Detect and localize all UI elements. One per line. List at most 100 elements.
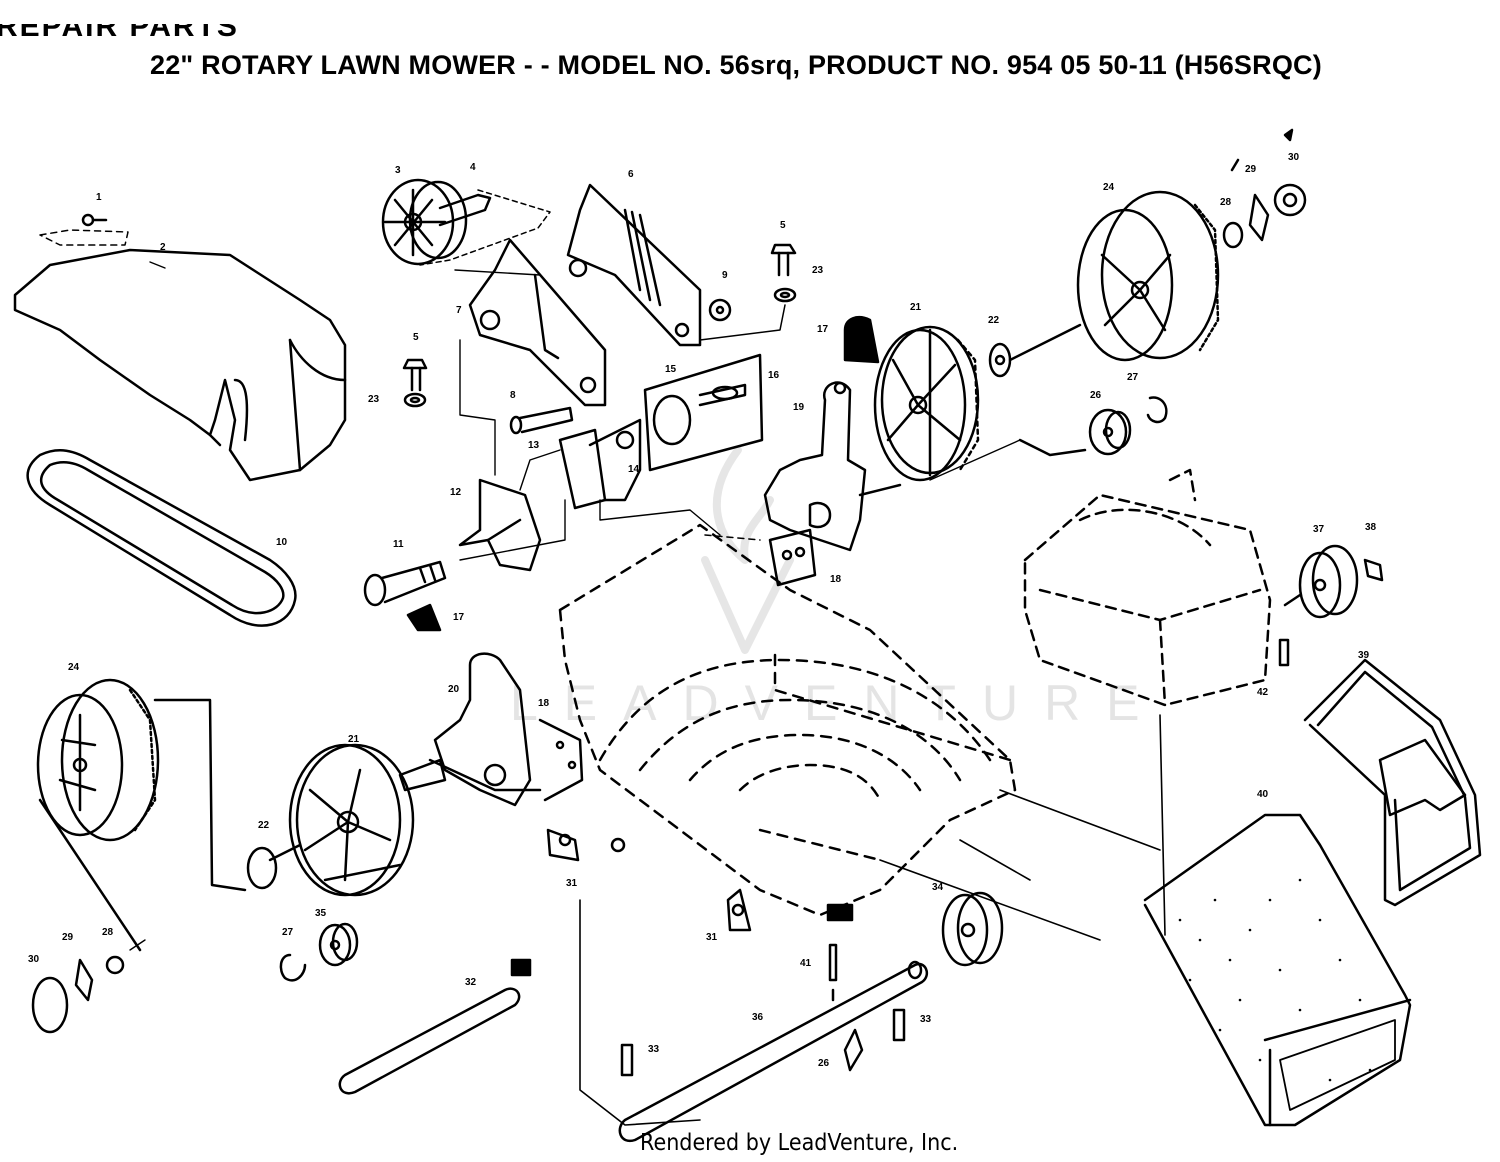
grass-catcher-stipple [1178,878,1372,1082]
part-label-23b: 23 [368,394,380,405]
part-label-2: 2 [160,242,166,253]
part-label-22b: 22 [258,820,270,831]
part-label-35: 35 [315,908,327,919]
part-label-24b: 24 [68,662,80,673]
grass-bag-cover [13,248,347,482]
part-label-26a: 26 [1090,390,1102,401]
part-label-28b: 28 [102,927,114,938]
clip-parts-31 [546,828,752,932]
part-label-30a: 30 [1288,152,1300,163]
part-label-11: 11 [393,539,404,550]
part-label-37: 37 [1313,524,1325,535]
axle-part-36 [618,960,929,1143]
part-label-42: 42 [1257,687,1269,698]
part-label-4: 4 [470,162,476,173]
gear-parts-26-27-right [1018,396,1168,457]
part-label-29a: 29 [1245,164,1257,175]
plate-parts-13-16 [558,353,764,510]
part-label-39: 39 [1358,650,1370,661]
pin-part-1 [39,213,129,246]
bracket-part-12 [458,478,542,572]
part-label-16: 16 [768,370,780,381]
part-label-29b: 29 [62,932,74,943]
nut-part-9 [708,298,732,322]
bolt-part-8 [509,406,574,435]
part-label-7: 7 [456,305,462,316]
part-label-41: 41 [800,958,812,969]
bolt-parts-5-23-right [699,243,797,341]
part-label-24a: 24 [1103,182,1115,193]
wheel-part-34 [941,891,1004,967]
engine [1023,468,1272,707]
handle-frame-part-39 [1303,658,1482,907]
part-label-17b: 17 [453,612,465,623]
part-label-3: 3 [395,165,401,176]
part-label-22a: 22 [988,315,1000,326]
washer-part-22-right [988,323,1082,378]
wheel-parts-37-38 [1278,544,1384,667]
leader-lines [129,261,1051,951]
mower-deck [558,523,1017,917]
part-label-33a: 33 [648,1044,660,1055]
part-label-18b: 18 [538,698,550,709]
washer-part-22-left [246,843,302,890]
wheel-part-3 [381,178,551,266]
part-number-labels: 1 2 3 4 5 5 6 7 8 9 10 11 12 13 14 15 16… [28,152,1377,1069]
part-label-21a: 21 [910,302,922,313]
rear-frame-lines [579,714,1166,1126]
bolt-parts-5-23-left [402,358,428,408]
part-label-28a: 28 [1220,197,1232,208]
part-label-40: 40 [1257,789,1269,800]
height-adjuster-right [704,381,867,587]
part-label-26b: 26 [818,1058,830,1069]
part-label-6: 6 [628,169,634,180]
hub-parts-28-30-right [1222,128,1307,249]
wheel-part-21-left [288,743,415,897]
part-label-1: 1 [96,192,102,203]
part-label-17a: 17 [817,324,829,335]
gear-parts-27-35-left [279,922,359,982]
watermark-logo [701,446,794,654]
rod-part-32 [338,958,532,1095]
part-label-14: 14 [628,464,640,475]
part-label-31b: 31 [706,932,718,943]
part-label-34: 34 [932,882,944,893]
part-label-31a: 31 [566,878,578,889]
part-label-27a: 27 [1127,372,1139,383]
part-label-5a: 5 [780,220,786,231]
part-label-21b: 21 [348,734,360,745]
part-label-18a: 18 [830,574,842,585]
drive-belt [26,449,297,627]
footer-credit: Rendered by LeadVenture, Inc. [640,1130,959,1156]
part-label-5b: 5 [413,332,419,343]
part-label-10: 10 [276,537,288,548]
part-label-20: 20 [448,684,460,695]
part-label-13: 13 [528,440,540,451]
section-title: REPAIR PARTS [0,10,239,43]
part-label-27b: 27 [282,927,294,938]
part-label-32: 32 [465,977,477,988]
part-label-8: 8 [510,390,516,401]
bracket-parts-6-7 [468,183,702,407]
part-label-38: 38 [1365,522,1377,533]
part-label-12: 12 [450,487,462,498]
grass-catcher-part-40 [1143,813,1412,1127]
hairpin-part-20 [843,1028,864,1072]
model-title: 22" ROTARY LAWN MOWER - - MODEL NO. 56sr… [150,50,1322,80]
part-label-30b: 30 [28,954,40,965]
height-adjuster-left [398,652,584,807]
wheel-part-24-right [1076,190,1220,362]
part-label-33b: 33 [920,1014,932,1025]
part-label-9: 9 [722,270,728,281]
wheel-part-21-right [858,325,980,497]
pin-part-41 [826,903,854,1002]
bolt-part-11 [363,560,447,607]
pad-part-17 [406,316,880,632]
pin-parts-33 [620,1008,906,1077]
hub-parts-28-30-left [31,955,125,1034]
wheel-part-24-left [36,678,247,952]
part-label-15: 15 [665,364,677,375]
part-label-19: 19 [793,402,805,413]
